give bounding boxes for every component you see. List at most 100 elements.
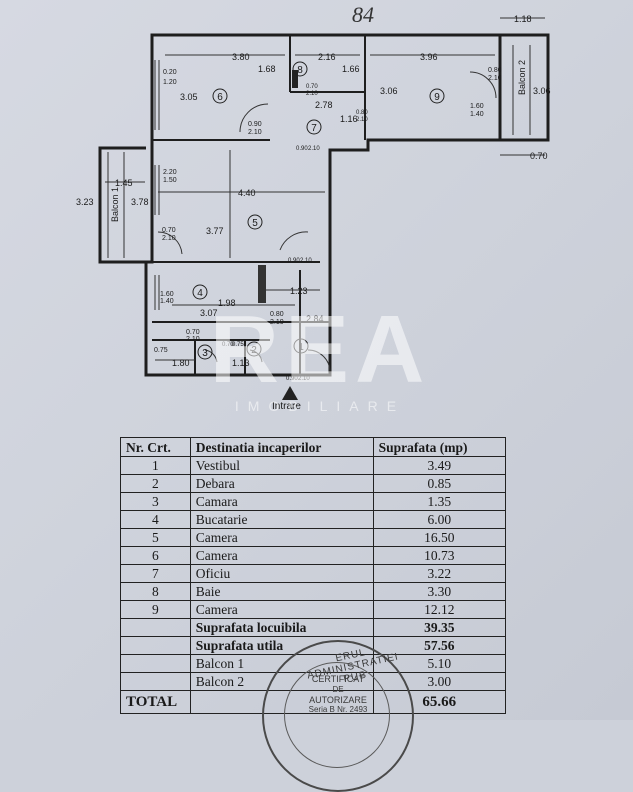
locuibila-label: Suprafata locuibila — [189, 618, 374, 637]
dim-r3-door1: 0.70 — [186, 329, 200, 336]
dim-r2-door2: 0.75 — [232, 342, 244, 348]
dim-r9-win1: 1.60 — [470, 103, 484, 110]
room-number-5: 5 — [252, 218, 258, 229]
dim-r6-door1: 0.90 — [248, 121, 262, 128]
row-nr: 5 — [120, 528, 191, 547]
balcony-2-label: Balcon 2 — [517, 60, 527, 95]
dim-r5-win2: 1.50 — [163, 177, 177, 184]
stamp-line-2: DE — [332, 685, 344, 694]
dim-r9-win2: 1.40 — [470, 111, 484, 118]
balcony-1-label: Balcon 1 — [110, 187, 120, 222]
table-row: 8 Baie 3.30 — [120, 582, 507, 601]
dim-r7-door1: 0.80 — [356, 110, 368, 116]
row-nr: 3 — [120, 492, 191, 511]
header-nr: Nr. Crt. — [120, 437, 191, 457]
handwritten-note: 84 — [352, 2, 374, 27]
table-row: 2 Debara 0.85 — [120, 474, 507, 493]
row-name: Oficiu — [189, 564, 374, 583]
dim-r6-door2: 2.10 — [248, 129, 262, 136]
table-row: 7 Oficiu 3.22 — [120, 564, 507, 583]
dim-r9-door2: 2.10 — [488, 75, 502, 82]
dim-r9-height: 3.06 — [380, 86, 398, 96]
table-row: 4 Bucatarie 6.00 — [120, 510, 507, 529]
row-name: Camera — [189, 600, 374, 619]
row-area: 0.85 — [372, 474, 507, 493]
row-area: 10.73 — [372, 546, 507, 565]
dim-r4-door2: 2.10 — [270, 319, 284, 326]
dim-r5-door2: 2.10 — [162, 235, 176, 242]
row-area: 16.50 — [372, 528, 507, 547]
dim-r3-width: 1.80 — [172, 358, 190, 368]
dim-hall-door2: 2.10 — [308, 146, 320, 152]
dim-r4-door1: 0.80 — [270, 311, 284, 318]
dim-r4-width: 1.98 — [218, 298, 236, 308]
row-nr: 2 — [120, 474, 191, 493]
dim-r4-win2: 1.40 — [160, 298, 174, 305]
room-number-4: 4 — [197, 288, 203, 299]
table-row: 6 Camera 10.73 — [120, 546, 507, 565]
row-name: Camera — [189, 528, 374, 547]
dim-r8-door: 0.70 — [306, 84, 318, 90]
row-nr: 8 — [120, 582, 191, 601]
dim-r3-side: 0.75 — [154, 347, 168, 354]
row-nr: 9 — [120, 600, 191, 619]
dim-r6-side1: 0.20 — [163, 69, 177, 76]
row-name: Baie — [189, 582, 374, 601]
summary-row-locuibila: Suprafata locuibila 39.35 — [120, 618, 507, 637]
row-area: 6.00 — [372, 510, 507, 529]
entry-label: Intrare — [272, 401, 301, 412]
row-name: Vestibul — [189, 456, 374, 475]
dim-b1-height1: 3.23 — [76, 197, 94, 207]
dim-entry-door1: 0.90 — [286, 376, 298, 382]
locuibila-area: 39.35 — [372, 618, 507, 637]
total-label: TOTAL — [120, 690, 191, 714]
row-area: 12.12 — [372, 600, 507, 619]
dim-r8-width2: 1.66 — [342, 64, 360, 74]
dim-r4-win1: 1.60 — [160, 291, 174, 298]
dim-r2-width: 1.13 — [232, 358, 250, 368]
dim-r5-height: 3.77 — [206, 226, 224, 236]
dim-b1-width: 1.45 — [115, 178, 133, 188]
empty-cell — [120, 636, 191, 655]
dim-r4-width2: 3.07 — [200, 308, 218, 318]
room-number-2: 2 — [251, 345, 257, 356]
row-nr: 4 — [120, 510, 191, 529]
dim-r8-width: 2.16 — [318, 52, 336, 62]
dim-r6-height: 3.05 — [180, 92, 198, 102]
row-nr: 6 — [120, 546, 191, 565]
row-name: Debara — [189, 474, 374, 493]
dim-r9-door1: 0.80 — [488, 67, 502, 74]
row-name: Camara — [189, 492, 374, 511]
dim-r5-width: 4.40 — [238, 188, 256, 198]
floor-plan-drawing: 1 2 3 4 5 6 7 8 9 1.18 3.80 1.68 3.05 0.… — [76, 14, 551, 412]
dim-r7-door2: 2.10 — [356, 117, 368, 123]
dim-b2-height: 3.06 — [533, 86, 551, 96]
empty-cell — [120, 618, 191, 637]
empty-cell — [120, 672, 191, 691]
dim-r6-inner: 1.68 — [258, 64, 276, 74]
dim-r2-door1: 0.70 — [222, 342, 234, 348]
row-name: Camera — [189, 546, 374, 565]
dim-hall-door1: 0.90 — [296, 146, 308, 152]
row-nr: 7 — [120, 564, 191, 583]
room-number-1: 1 — [298, 342, 304, 353]
dim-r6-side2: 1.20 — [163, 79, 177, 86]
dim-r5-door3: 0.90 — [288, 258, 300, 264]
dim-b1-height2: 3.78 — [131, 197, 149, 207]
room-number-9: 9 — [434, 92, 440, 103]
authorization-stamp: ERUL ADMINISTRATIEI PUB CERTIFICAT DE AU… — [262, 640, 414, 792]
dim-r1-width: 1.23 — [290, 286, 308, 296]
dim-r7-height: 1.16 — [340, 114, 358, 124]
dim-r7-width: 2.78 — [315, 100, 333, 110]
dim-r8-door2: 2.10 — [306, 91, 318, 97]
table-header-row: Nr. Crt. Destinatia incaperilor Suprafat… — [120, 437, 507, 457]
stamp-line-1: CERTIFICAT — [311, 674, 365, 684]
dim-r9-width: 3.96 — [420, 52, 438, 62]
dim-r6-width: 3.80 — [232, 52, 250, 62]
row-name: Bucatarie — [189, 510, 374, 529]
header-area: Suprafata (mp) — [372, 437, 507, 457]
row-area: 3.22 — [372, 564, 507, 583]
table-row: 1 Vestibul 3.49 — [120, 456, 507, 475]
room-number-6: 6 — [217, 92, 223, 103]
